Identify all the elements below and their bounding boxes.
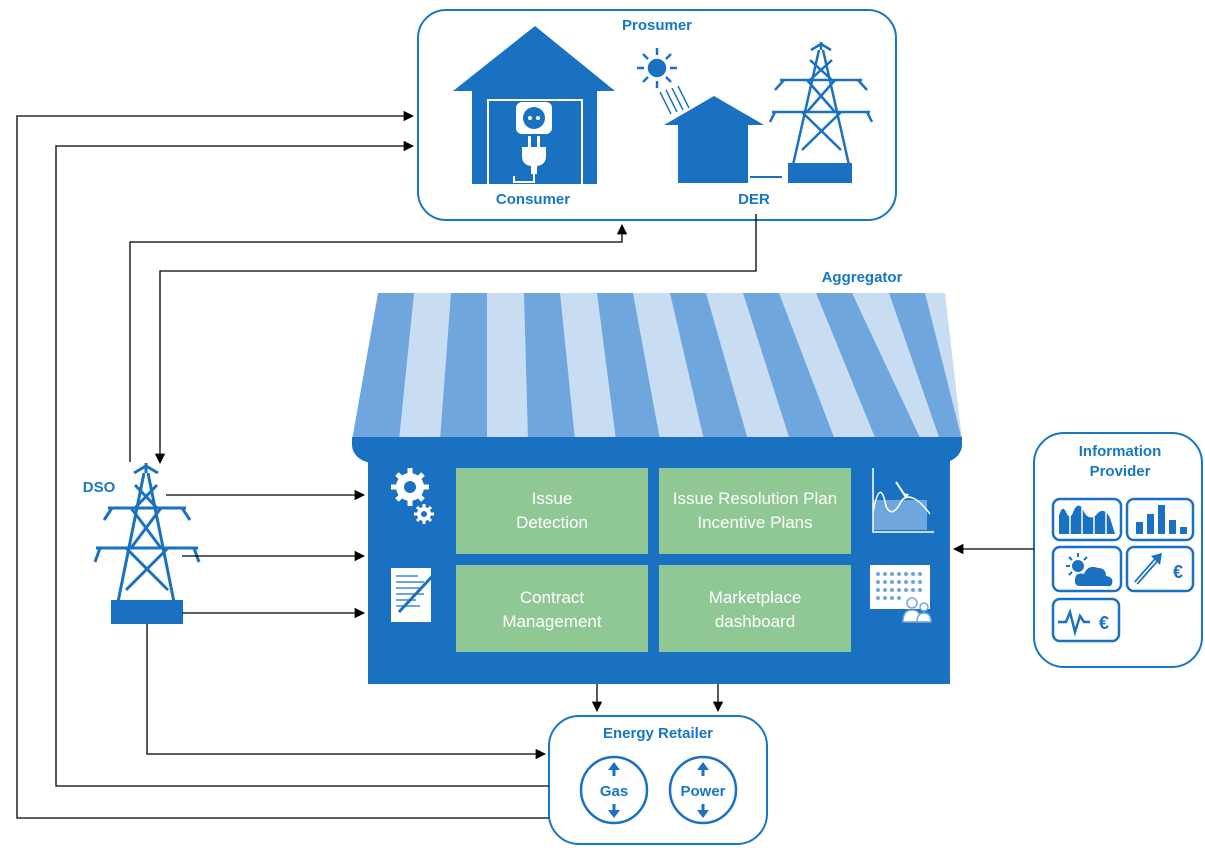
consumer-label: Consumer xyxy=(496,191,570,208)
sun-icon xyxy=(637,48,677,88)
power-label: Power xyxy=(680,783,725,800)
information-provider-line1: Information xyxy=(1079,443,1162,460)
information-provider-line2: Provider xyxy=(1090,463,1151,480)
tile-marketplace-dashboard[interactable]: Marketplace dashboard xyxy=(659,565,851,652)
connector-retailer-to-prosumer-outer xyxy=(16,110,549,819)
energy-retailer-group: Energy Retailer Gas Power xyxy=(548,715,768,845)
connector-retailer-to-prosumer-inner xyxy=(55,140,549,787)
gas-circle xyxy=(579,755,649,825)
bar-chart-icon xyxy=(1125,497,1195,542)
tile-issue-resolution-line1: Issue Resolution Plan xyxy=(673,489,837,508)
growth-euro-icon: € xyxy=(1125,545,1195,593)
tile-marketplace-dashboard-line1: Marketplace xyxy=(709,588,802,607)
dso-pylon-icon xyxy=(93,463,201,603)
marketplace-people-icon xyxy=(870,565,932,623)
tile-issue-detection-line1: Issue xyxy=(532,489,573,508)
tile-issue-detection-line2: Detection xyxy=(516,513,588,532)
svg-text:€: € xyxy=(1173,562,1183,582)
trend-chart-icon xyxy=(872,468,934,533)
energy-retailer-title: Energy Retailer xyxy=(603,725,713,742)
connectors xyxy=(16,110,1034,819)
der-house-icon xyxy=(664,96,764,183)
power-circle xyxy=(668,755,738,825)
gears-icon xyxy=(391,468,434,524)
pulse-euro-icon: € xyxy=(1051,597,1121,643)
weather-icon xyxy=(1051,545,1123,593)
tile-contract-management[interactable]: Contract Management xyxy=(456,565,648,652)
connector-dso-to-retailer xyxy=(146,624,547,760)
information-provider-group: Information Provider xyxy=(1033,432,1203,668)
prosumer-title: Prosumer xyxy=(622,17,692,34)
sun-rays-icon xyxy=(659,85,690,115)
consumer-house-icon xyxy=(453,26,615,184)
contract-document-icon xyxy=(391,567,441,622)
tile-issue-resolution-line2: Incentive Plans xyxy=(697,513,812,532)
awning-scallops xyxy=(352,437,962,463)
aggregator-store: Issue Detection Issue Resolution Plan In… xyxy=(352,293,962,684)
tile-marketplace-dashboard-line2: dashboard xyxy=(715,612,795,631)
prosumer-group: Prosumer Consumer xyxy=(417,9,897,221)
der-label: DER xyxy=(738,191,770,208)
pylon-base-prosumer xyxy=(788,163,852,183)
tile-issue-detection[interactable]: Issue Detection xyxy=(456,468,648,554)
tile-issue-resolution[interactable]: Issue Resolution Plan Incentive Plans xyxy=(659,468,851,554)
dso-label: DSO xyxy=(83,479,116,496)
connector-dso-to-prosumer xyxy=(129,223,628,462)
gas-label: Gas xyxy=(600,783,628,800)
dso-pylon-base xyxy=(111,600,183,624)
tile-contract-management-line1: Contract xyxy=(520,588,585,607)
connector-der-to-dso xyxy=(154,214,757,465)
aggregator-title: Aggregator xyxy=(822,269,903,286)
pylon-icon-prosumer xyxy=(768,42,874,166)
awning xyxy=(352,293,962,440)
area-chart-icon xyxy=(1051,497,1123,542)
tile-contract-management-line2: Management xyxy=(502,612,602,631)
svg-text:€: € xyxy=(1099,613,1109,633)
